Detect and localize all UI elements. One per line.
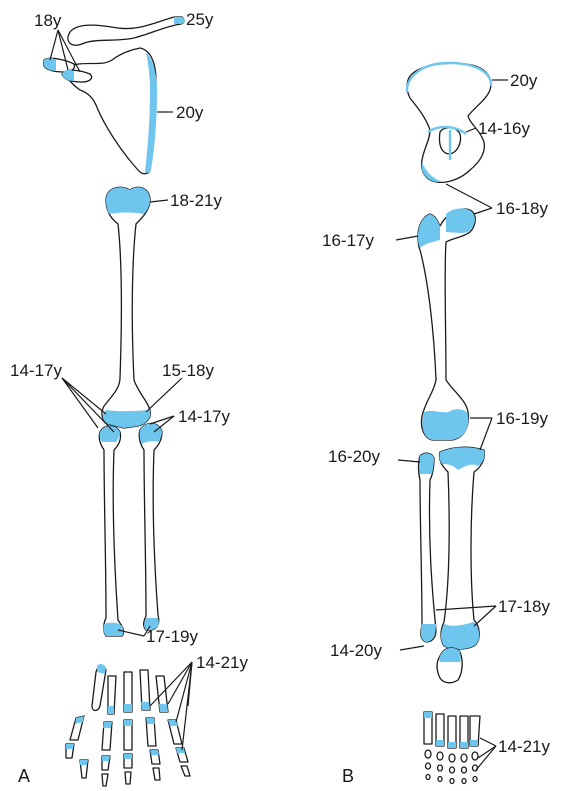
tibia-distal-epiphysis xyxy=(441,622,479,649)
foot-bones xyxy=(424,712,480,784)
tibia xyxy=(439,447,484,649)
label-humerus-medial-epicondyle: 14-17y xyxy=(10,361,62,380)
radius-proximal-epiphysis xyxy=(140,423,162,444)
label-ischial-femur-head: 16-18y xyxy=(496,199,548,218)
humerus xyxy=(102,187,150,428)
panel-a: 25y 18y 20y 18-21y 14-17y 15-18y 14-17y … xyxy=(10,10,248,786)
femur-head-epiphysis xyxy=(446,208,475,233)
panel-b: 20y 14-16y 16-18y 16-17y 16-19y 16-20y 1… xyxy=(322,63,550,786)
acromion-epiphysis xyxy=(44,58,56,71)
label-foot: 14-21y xyxy=(498,737,550,756)
panel-b-label: B xyxy=(342,766,354,786)
fibula xyxy=(419,453,437,642)
label-acromion-coracoid: 18y xyxy=(34,11,62,30)
label-calcaneus: 14-20y xyxy=(330,641,382,660)
label-iliac-crest: 20y xyxy=(510,71,538,90)
scapula xyxy=(44,48,157,174)
label-clavicle-sternal: 25y xyxy=(186,10,214,29)
label-forearm-proximal: 14-17y xyxy=(178,407,230,426)
coracoid-epiphysis xyxy=(62,70,74,81)
label-greater-trochanter: 16-17y xyxy=(322,231,374,250)
panel-a-label: A xyxy=(18,766,30,786)
femur xyxy=(418,208,475,440)
radius xyxy=(139,423,162,630)
label-scapula-border: 20y xyxy=(176,103,204,122)
label-fibula-proximal: 16-20y xyxy=(328,447,380,466)
label-humerus-distal: 15-18y xyxy=(162,361,214,380)
humerus-proximal-epiphysis xyxy=(106,187,150,214)
fibula-proximal-epiphysis xyxy=(419,453,434,474)
label-humerus-proximal: 18-21y xyxy=(170,191,222,210)
label-leg-distal: 17-18y xyxy=(498,597,550,616)
calcaneus xyxy=(437,648,462,683)
ulna xyxy=(99,426,123,636)
clavicle xyxy=(68,17,185,45)
label-forearm-distal: 17-19y xyxy=(146,627,198,646)
label-hand: 14-21y xyxy=(196,653,248,672)
clavicle-sternal-epiphysis xyxy=(174,17,185,24)
label-acetabulum: 14-16y xyxy=(478,119,530,138)
femur-distal-epiphysis xyxy=(422,409,468,440)
hand-bones xyxy=(66,664,190,786)
label-femur-distal-tibia-proximal: 16-19y xyxy=(496,409,548,428)
calcaneus-epiphysis xyxy=(439,648,461,662)
toe-phalanges xyxy=(425,750,478,784)
